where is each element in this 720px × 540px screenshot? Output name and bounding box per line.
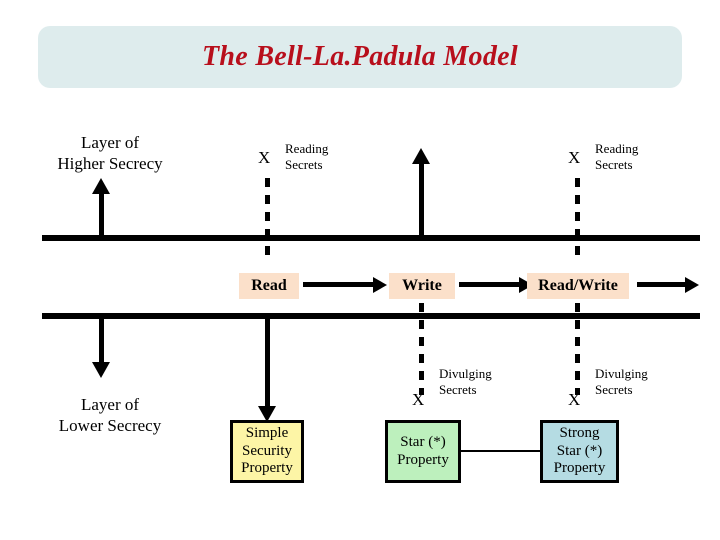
- higher-secrecy-arrow-head-icon: [92, 178, 110, 194]
- property-box-simple-security[interactable]: Simple Security Property: [230, 420, 304, 483]
- write-up-allowed-arrow-head-icon: [412, 148, 430, 164]
- divulging-secrets-label-right: Divulging Secrets: [595, 366, 648, 398]
- x-icon-divulging-secrets-middle: X: [412, 390, 425, 409]
- write-down-blocked-dashed-line: [419, 303, 424, 395]
- reading-secrets-label-right: Reading Secrets: [595, 141, 639, 173]
- write-up-allowed-shaft: [419, 160, 424, 238]
- lower-secrecy-arrow-head-icon: [92, 362, 110, 378]
- star-to-strong-star-connector: [460, 450, 541, 452]
- page-title: The Bell-La.Padula Model: [202, 41, 518, 72]
- read-to-write-connector: [303, 282, 375, 287]
- readwrite-trailing-connector: [637, 282, 687, 287]
- x-icon-read-up-blocked: X: [258, 148, 271, 167]
- readwrite-trailing-arrow-head-icon: [685, 277, 699, 293]
- property-box-star[interactable]: Star (*) Property: [385, 420, 461, 483]
- lower-boundary-line: [42, 313, 700, 319]
- read-to-simple-property-shaft: [265, 316, 270, 408]
- reading-secrets-label-left: Reading Secrets: [285, 141, 329, 173]
- read-up-blocked-dashed-line: [265, 178, 270, 256]
- lower-secrecy-arrow-shaft: [99, 316, 104, 364]
- property-box-strong-star[interactable]: Strong Star (*) Property: [540, 420, 619, 483]
- upper-boundary-line: [42, 235, 700, 241]
- read-to-simple-property-arrow-head-icon: [258, 406, 276, 422]
- read-to-write-arrow-head-icon: [373, 277, 387, 293]
- layer-lower-secrecy-label: Layer of Lower Secrecy: [58, 395, 162, 435]
- x-icon-divulging-secrets-right: X: [568, 390, 581, 409]
- write-operation-chip[interactable]: Write: [389, 273, 455, 299]
- higher-secrecy-arrow-shaft: [99, 190, 104, 238]
- title-banner: [38, 26, 682, 88]
- x-icon-read-up-blocked-right: X: [568, 148, 581, 167]
- layer-higher-secrecy-label: Layer of Higher Secrecy: [57, 133, 163, 173]
- divulging-secrets-label-middle: Divulging Secrets: [439, 366, 492, 398]
- readwrite-up-blocked-dashed-line: [575, 178, 580, 256]
- read-operation-chip[interactable]: Read: [239, 273, 299, 299]
- write-to-readwrite-connector: [459, 282, 521, 287]
- readwrite-down-blocked-dashed-line: [575, 303, 580, 395]
- read-write-operation-chip[interactable]: Read/Write: [527, 273, 629, 299]
